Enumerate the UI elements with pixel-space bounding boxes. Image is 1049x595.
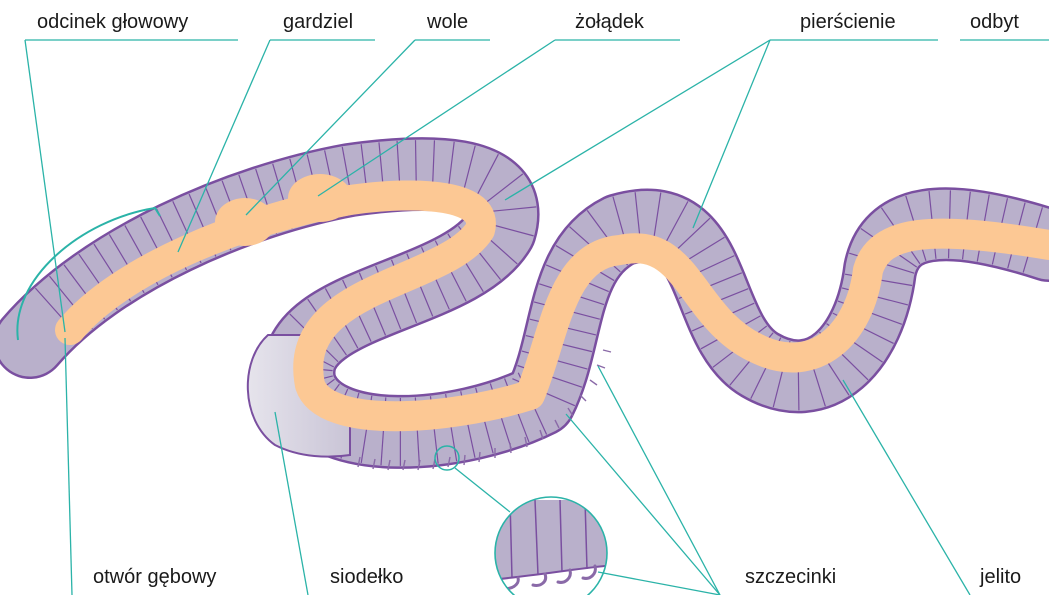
label-pharynx: gardziel xyxy=(283,11,353,33)
label-setae: szczecinki xyxy=(745,566,836,588)
label-anus: odbyt xyxy=(970,11,1019,33)
gizzard xyxy=(288,174,352,222)
label-intestine: jelito xyxy=(979,566,1021,588)
label-crop: wole xyxy=(426,11,468,33)
label-gizzard: żołądek xyxy=(575,11,645,33)
label-head-section: odcinek głowowy xyxy=(37,11,188,33)
crop xyxy=(215,198,275,246)
label-mouth: otwór gębowy xyxy=(93,566,216,588)
label-clitellum: siodełko xyxy=(330,566,403,588)
worm-body xyxy=(30,140,1049,466)
setae-magnifier xyxy=(435,446,615,595)
label-rings: pierścienie xyxy=(800,11,896,33)
